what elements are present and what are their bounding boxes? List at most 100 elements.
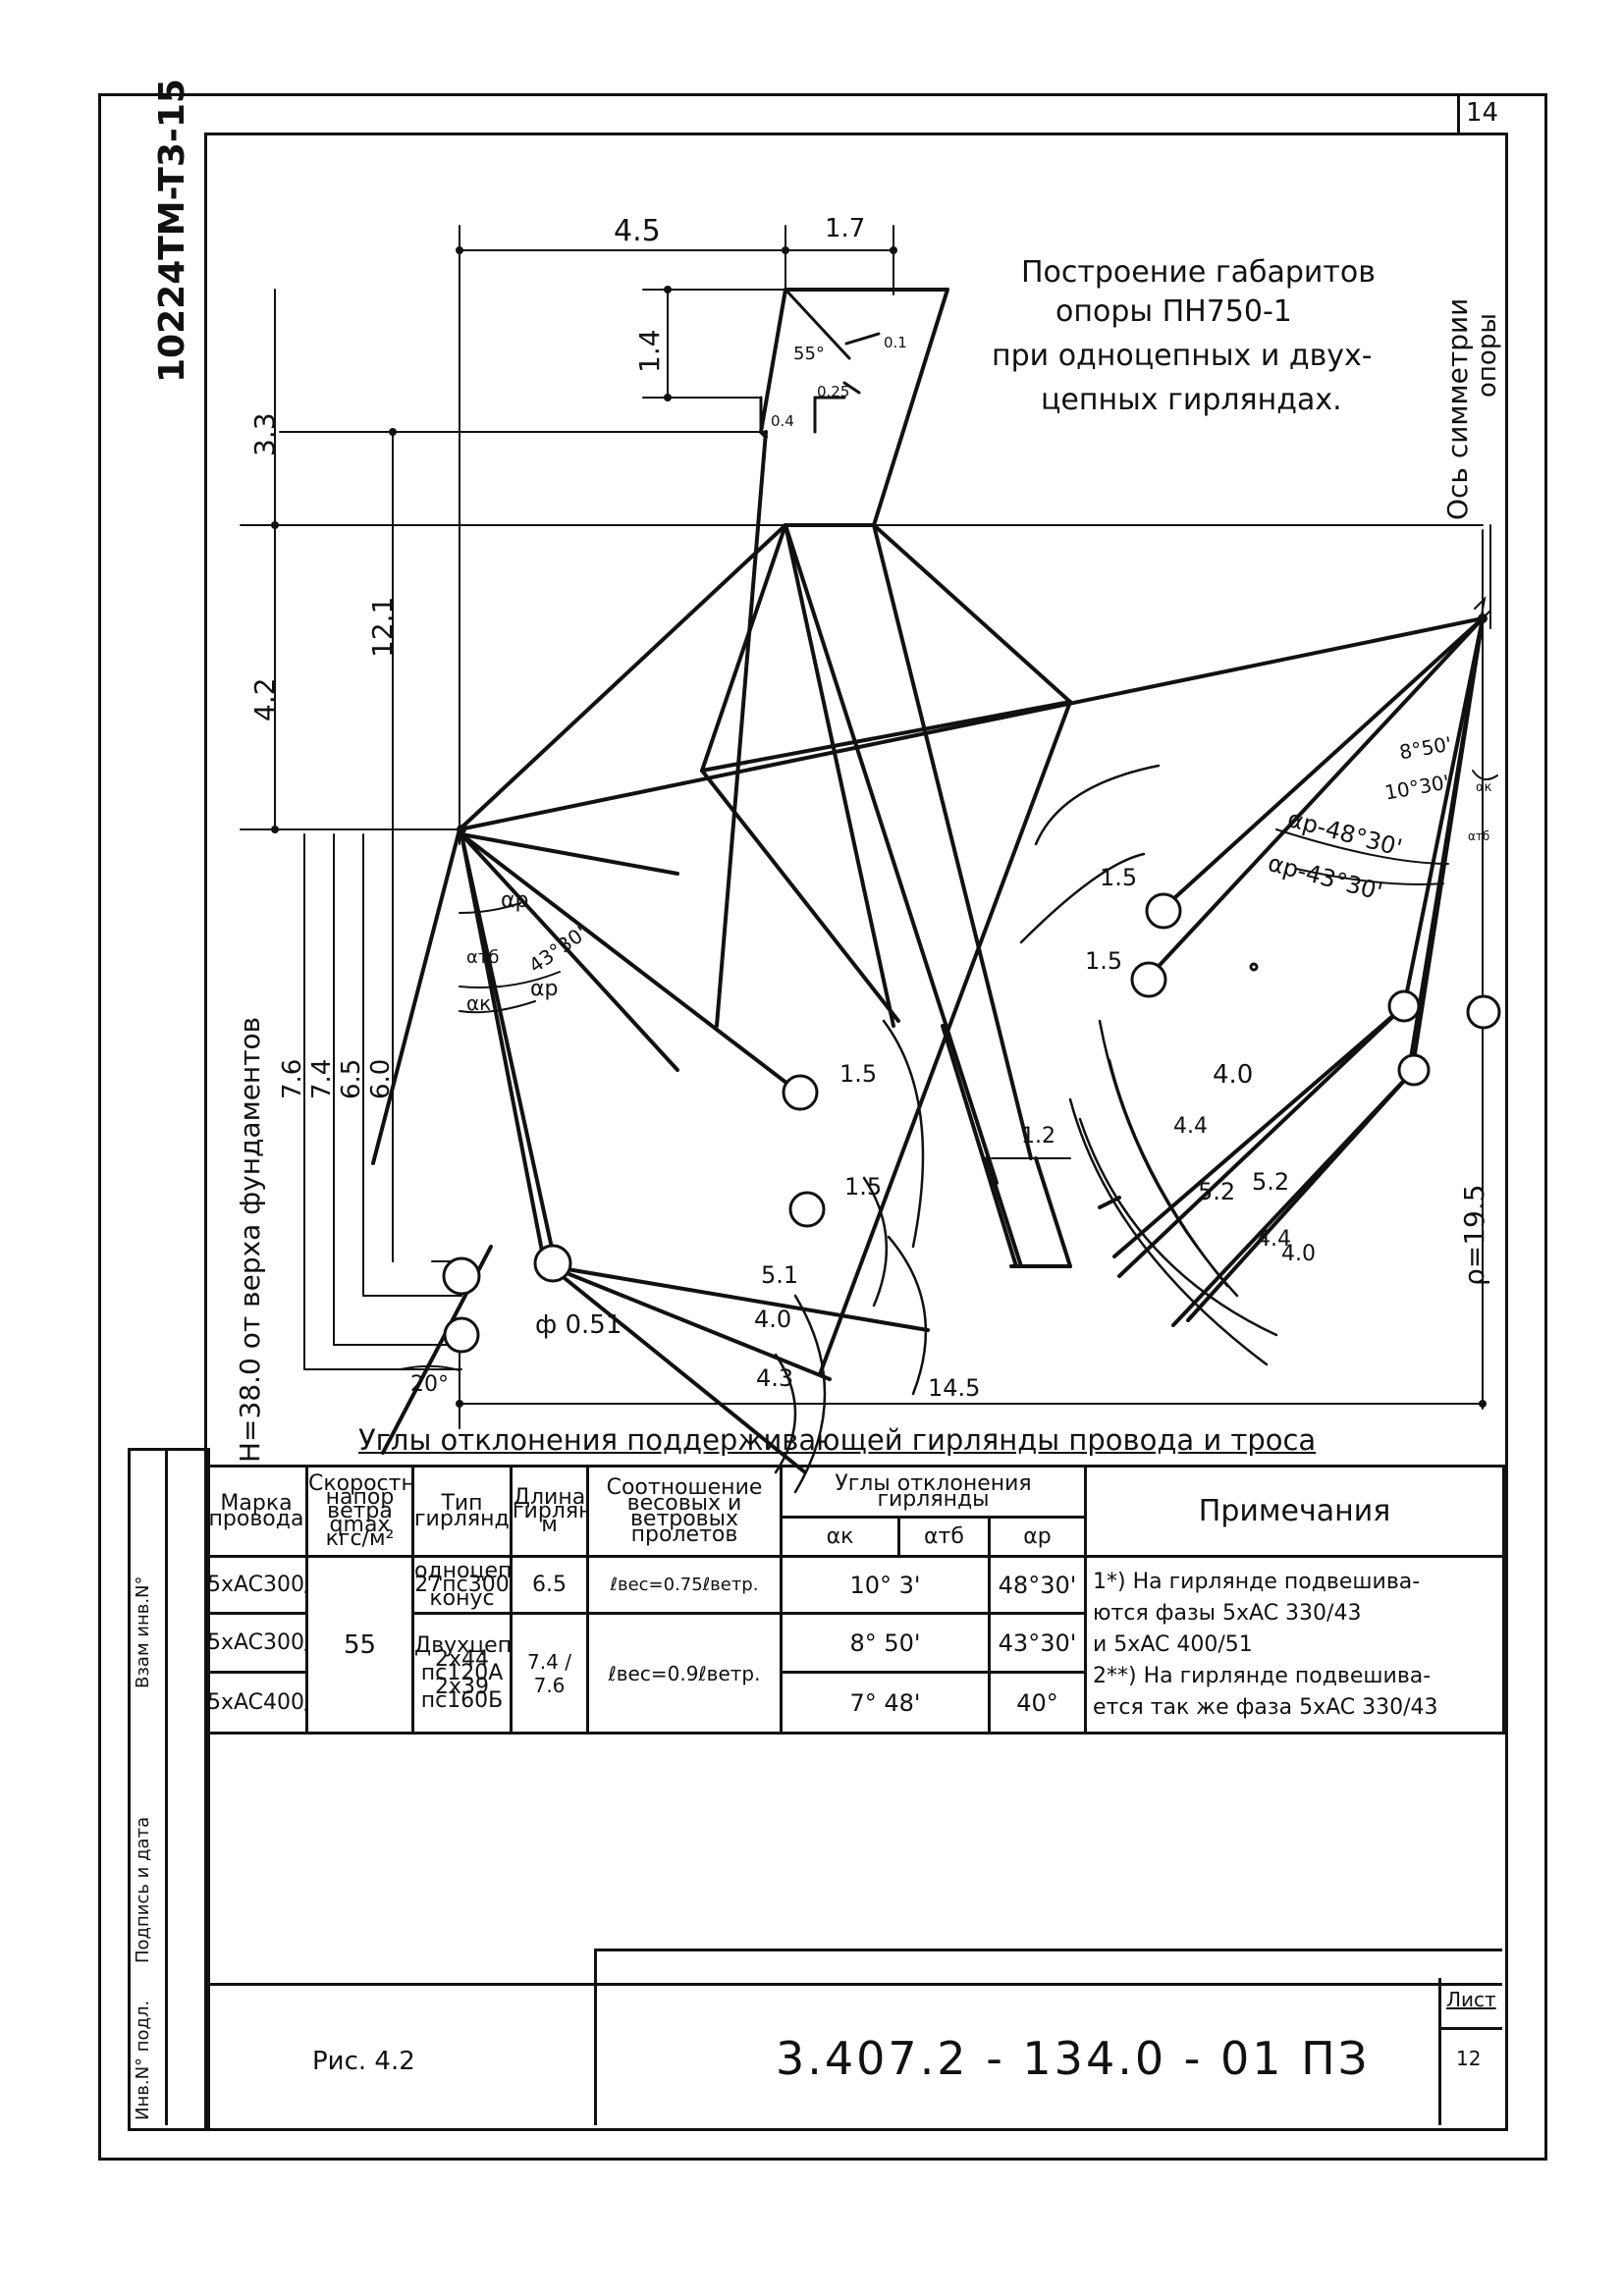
dim-4-4-a: 4.4: [1173, 1114, 1208, 1139]
row3-angle-p: 40°: [987, 1671, 1088, 1735]
drawing-title-line-4: цепных гирляндах.: [1041, 383, 1342, 417]
dim-1-7: 1.7: [825, 214, 866, 243]
note-line-1: 1*) На гирлянде подвешива-: [1093, 1569, 1421, 1594]
header-type: Тип гирлянды: [411, 1465, 513, 1558]
angle-55: 55°: [793, 344, 825, 364]
diameter-label: ф 0.51: [535, 1310, 622, 1340]
figure-label: Рис. 4.2: [312, 2047, 415, 2076]
side-stamp-inv: Инв.N° подл.: [133, 2000, 153, 2120]
dim-4-0-left: 4.0: [754, 1306, 792, 1333]
inner-frame: [204, 133, 1508, 2131]
sheet-value: 12: [1456, 2047, 1482, 2070]
header-length: Длина гирлянды, м: [510, 1465, 589, 1558]
dim-4-3: 4.3: [756, 1364, 794, 1392]
row1-angle-tb: 10° 3': [780, 1555, 991, 1615]
alpha-p-left-2: αр: [530, 977, 559, 1001]
row2-angle-tb: 8° 50': [780, 1612, 991, 1674]
note-line-3: и 5xAC 400/51: [1093, 1631, 1253, 1657]
drawing-title-line-3: при одноцепных и двух-: [992, 339, 1373, 373]
dim-4-0-right: 4.0: [1213, 1060, 1254, 1090]
side-stamp: [128, 1448, 210, 2131]
dim-4-0-b: 4.0: [1281, 1242, 1316, 1266]
drawing-title-line-1: Построение габаритов: [1021, 255, 1376, 290]
angle-20-arc: [400, 1364, 460, 1371]
row1-type: одноцепная 27пс300 конус: [411, 1555, 513, 1615]
sheet-number-top: 14: [1466, 98, 1499, 128]
header-atb: αтб: [897, 1516, 991, 1558]
dim-12-1: 12.1: [366, 596, 399, 658]
deflection-table: Марка провода Скоростной напор ветра qma…: [204, 1465, 1506, 1735]
rho-label: ρ=19.5: [1458, 1184, 1490, 1286]
row2-angle-p: 43°30': [987, 1612, 1088, 1674]
header-ratio: Соотношение весовых и ветровых пролетов: [586, 1465, 783, 1558]
sheet-label: Лист: [1446, 1988, 1496, 2011]
header-mark: Марка провода: [204, 1465, 308, 1558]
row1-mark: 5xAC300/39*: [204, 1555, 308, 1615]
notes-cell: 1*) На гирлянде подвешива- ются фазы 5xA…: [1084, 1555, 1506, 1735]
angle-20: 20°: [410, 1372, 449, 1397]
row3-angle-tb: 7° 48': [780, 1671, 991, 1735]
outer-frame: [98, 93, 1547, 2161]
side-stamp-replace: Взам инв.N°: [133, 1575, 153, 1688]
dim-1-5-b: 1.5: [1085, 947, 1123, 975]
drawing-title-line-2: опоры ПН750-1: [1055, 294, 1292, 329]
dim-4-2: 4.2: [248, 677, 281, 721]
header-ap: αр: [987, 1516, 1088, 1558]
header-angles: Углы отклонения гирлянды: [779, 1465, 1088, 1519]
row3-mark: 5xAC400/51: [204, 1671, 308, 1735]
type-double-b: 2x39 пс160Б: [420, 1674, 504, 1713]
alpha-k-right: αк: [1476, 780, 1492, 795]
dim-5-1: 5.1: [761, 1261, 799, 1289]
dim-0-1: 0.1: [884, 334, 907, 351]
tower-body-lines: [371, 288, 1485, 1376]
sheet-box: [1438, 1978, 1505, 2125]
header-ak: αк: [780, 1516, 900, 1558]
dim-1-4: 1.4: [633, 329, 666, 373]
row1-length: 6.5: [510, 1555, 589, 1615]
stamp-row: [204, 1983, 1502, 2128]
type-double-label: Двухцепные: [414, 1632, 512, 1658]
side-stamp-sign: Подпись и дата: [133, 1816, 153, 1963]
row1-angle-p: 48°30': [987, 1555, 1088, 1615]
note-line-4: 2**) На гирлянде подвешива-: [1093, 1663, 1432, 1688]
dim-0-25: 0.25: [817, 383, 850, 400]
dim-7-4: 7.4: [307, 1058, 337, 1099]
axis-label-2: опоры: [1473, 313, 1502, 398]
alpha-k-left: αк: [466, 991, 492, 1015]
note-line-2: ются фазы 5xAC 330/43: [1093, 1600, 1362, 1626]
stamp-top-line: [594, 1949, 1502, 1951]
dim-1-2: 1.2: [1021, 1124, 1055, 1148]
alpha-tb-right: αтб: [1468, 829, 1490, 843]
dim-4-4-b: 4.4: [1257, 1227, 1291, 1252]
row1-ratio: ℓвес=0.75ℓветр.: [586, 1555, 783, 1615]
dim-1-5-c: 1.5: [839, 1060, 878, 1088]
document-number: 3.407.2 - 134.0 - 01 ПЗ: [776, 2032, 1371, 2085]
stamp-divider: [594, 1949, 597, 2125]
side-stamp-divider: [165, 1448, 168, 2125]
pressure-value: 55: [305, 1555, 414, 1735]
dim-6-0: 6.0: [366, 1058, 396, 1099]
dim-4-5: 4.5: [614, 214, 661, 248]
dim-6-5: 6.5: [337, 1058, 366, 1099]
alpha-p-left-1: αр: [501, 888, 529, 913]
dim-14-5: 14.5: [928, 1374, 981, 1402]
clearance-arcs: [774, 764, 1278, 1494]
header-pressure: Скоростной напор ветра qmax кгс/м²: [305, 1465, 414, 1558]
dim-1-5-a: 1.5: [1100, 864, 1138, 891]
alpha-tb-left: αтб: [466, 947, 500, 968]
dim-5-2-a: 5.2: [1198, 1178, 1236, 1205]
conductor-circles: [442, 892, 1501, 1354]
note-line-5: ется так же фаза 5xAC 330/43: [1093, 1694, 1438, 1720]
crossarm-detail: [759, 288, 881, 434]
dim-3-3: 3.3: [248, 412, 281, 456]
dim-1-5-d: 1.5: [844, 1173, 883, 1201]
sheet-number-box: [1457, 93, 1505, 133]
height-label: H=38.0 от верха фундаментов: [234, 1016, 266, 1463]
header-notes: Примечания: [1084, 1465, 1506, 1558]
row2-mark: 5xAC300/39**: [204, 1612, 308, 1674]
axis-label-1: Ось симметрии: [1441, 297, 1474, 520]
table-caption: Углы отклонения поддерживающей гирлянды …: [358, 1423, 1317, 1457]
dim-5-2-b: 5.2: [1252, 1168, 1290, 1196]
insulator-strings: [460, 616, 1485, 1474]
